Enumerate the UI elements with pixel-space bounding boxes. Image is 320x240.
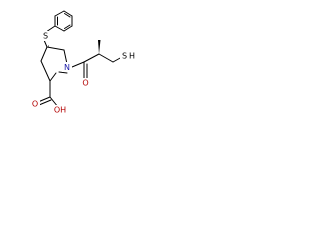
wedge-bond-methyl (98, 40, 101, 54)
phenyl-double-bond (64, 13, 71, 18)
ring-bond (40, 60, 51, 82)
acid-oxygen-label: O (32, 100, 38, 109)
pyrrolidine-ring (40, 46, 68, 82)
bond-n-carbonyl (71, 61, 85, 68)
thioether-s-label: S (43, 32, 48, 41)
phenyl-bond (63, 25, 73, 32)
bond-carboxyl-o-double (38, 99, 52, 106)
chemical-structure: S N O S H O OH (30, 10, 135, 115)
bond-phenyl-s (47, 25, 56, 32)
bond-alpha-ch2 (98, 53, 114, 63)
ring-bond (46, 46, 65, 51)
thiol-s-label: S (122, 52, 127, 61)
bond-layer (37, 10, 123, 108)
phenyl-double-bond (64, 24, 71, 29)
phenyl-ring (54, 10, 73, 32)
bond-carbonyl-alpha (83, 53, 100, 63)
ring-bond (49, 72, 57, 82)
ring-bond (63, 49, 68, 65)
structure-canvas: S N O S H O OH (0, 0, 152, 152)
bond-s-c4 (43, 39, 48, 48)
atom-labels: S N O S H O OH (30, 31, 135, 115)
thiol-h-label: H (129, 52, 135, 61)
phenyl-bond (54, 25, 65, 32)
acid-hydroxyl-label: OH (54, 106, 66, 115)
ring-bond (40, 46, 48, 62)
phenyl-bond (63, 10, 73, 17)
nitrogen-label: N (64, 63, 70, 72)
carbonyl-oxygen-label: O (82, 79, 88, 88)
phenyl-bond (54, 10, 65, 17)
ring-bond (58, 71, 68, 74)
